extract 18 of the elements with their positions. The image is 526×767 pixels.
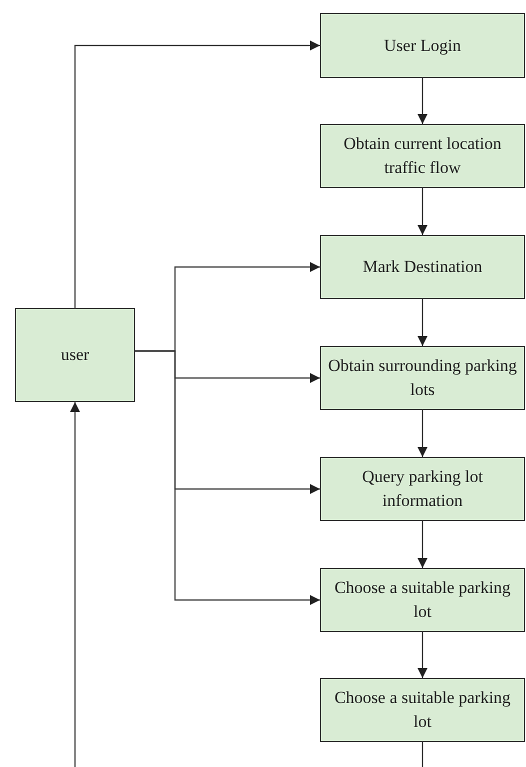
arrow [135,350,320,605]
arrow [418,188,428,235]
arrow [418,521,428,568]
process-box: Query parking lot information [320,457,525,521]
arrow [418,410,428,457]
process-box: Mark Destination [320,235,525,299]
arrow [418,632,428,678]
process-box: user [15,308,135,402]
arrow [418,299,428,346]
connector-line [422,742,424,767]
arrow [74,40,320,308]
arrow [418,78,428,124]
process-box: Obtain surrounding parking lots [320,346,525,410]
process-box: Choose a suitable parking lot [320,568,525,632]
process-box: Choose a suitable parking lot [320,678,525,742]
arrow [70,402,80,767]
process-box: Obtain current location traffic flow [320,124,525,188]
process-box: User Login [320,13,525,78]
